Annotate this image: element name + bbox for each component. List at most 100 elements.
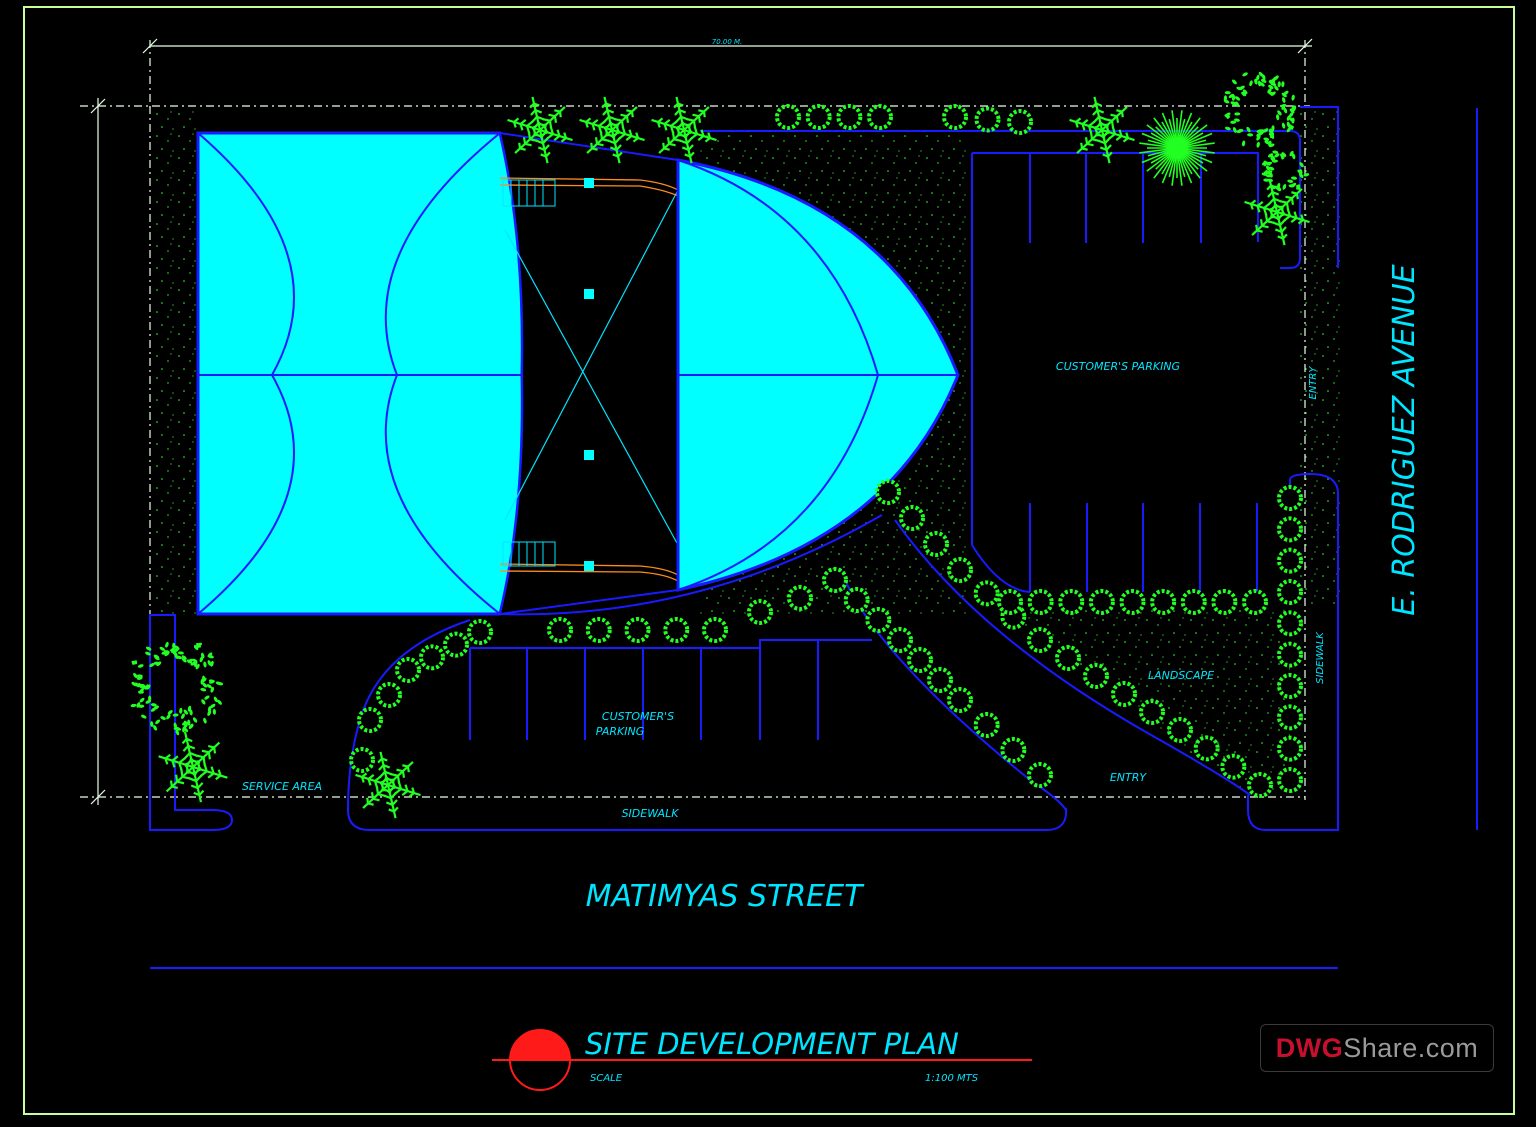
central-courtyard: [498, 131, 679, 616]
sunburst-ray: [1141, 147, 1178, 164]
shrub: [624, 617, 651, 643]
shrub: [376, 682, 402, 708]
label-sidewalk-south: SIDEWALK: [622, 807, 680, 820]
shrub: [349, 747, 375, 773]
shrub: [843, 587, 870, 613]
shrub: [1180, 589, 1207, 615]
shrub: [822, 567, 848, 593]
shrub: [1088, 589, 1115, 615]
sunburst-ray: [1176, 147, 1213, 164]
scale-value: 1:100 MTS: [925, 1073, 979, 1084]
shrub: [1083, 663, 1109, 689]
shrub: [547, 617, 573, 643]
shrub: [1220, 753, 1247, 780]
sunburst-ray: [1171, 147, 1178, 186]
shrub: [942, 104, 968, 130]
shrub: [1277, 673, 1303, 699]
shrub: [1027, 627, 1053, 653]
shrub: [1027, 589, 1054, 615]
leafy-tree: [1261, 150, 1310, 192]
shrub: [1139, 699, 1165, 725]
shrub: [585, 617, 612, 643]
label-parking-east: CUSTOMER'S PARKING: [1056, 360, 1180, 373]
shrub: [899, 505, 925, 531]
label-entry-south: ENTRY: [1110, 771, 1148, 784]
sunburst-ray: [1176, 142, 1215, 149]
site-linework: [149, 106, 1478, 969]
sunburst-ray: [1153, 117, 1178, 149]
shrub: [357, 707, 383, 733]
palm-tree: [355, 751, 421, 819]
shrub: [1277, 610, 1303, 637]
label-service-area: SERVICE AREA: [242, 780, 322, 793]
sunburst-ray: [1176, 147, 1183, 186]
shrub: [865, 607, 892, 633]
shrub: [1277, 516, 1303, 543]
shrub: [663, 617, 690, 643]
shrub: [1277, 641, 1303, 668]
shrub: [1058, 589, 1085, 615]
watermark-part-2: Share.com: [1343, 1032, 1479, 1063]
sunburst-ray: [1176, 110, 1183, 149]
sunburst-ray: [1176, 112, 1193, 149]
shrub: [787, 585, 813, 611]
sunburst-tree: [1139, 110, 1215, 186]
shrub: [923, 531, 949, 557]
shrub: [875, 479, 901, 505]
watermark-part-1: DWG: [1275, 1032, 1344, 1063]
sunburst-ray: [1146, 124, 1178, 149]
sunburst-ray: [1139, 142, 1178, 149]
shrub: [1211, 589, 1238, 615]
leafy-tree: [130, 641, 224, 736]
shrub: [927, 667, 953, 693]
sunburst-ray: [1176, 147, 1215, 154]
shrub: [867, 104, 893, 130]
west-building: [196, 131, 524, 616]
shrub: [1277, 485, 1303, 511]
shrub: [1119, 589, 1146, 615]
scale-label: SCALE: [590, 1073, 623, 1084]
palm-tree: [651, 96, 717, 164]
sunburst-ray: [1161, 112, 1178, 149]
shrub: [1277, 704, 1303, 731]
shrub: [419, 644, 445, 671]
shrub: [467, 619, 493, 645]
shrub: [1055, 645, 1081, 671]
shrub: [907, 647, 933, 673]
shrub: [1150, 589, 1177, 615]
shrubs: [349, 104, 1303, 798]
label-parking-south-1: CUSTOMER'S: [602, 710, 674, 723]
shrub: [1242, 589, 1268, 615]
shrub: [973, 580, 1000, 607]
street-south-label: MATIMYAS STREET: [586, 879, 866, 914]
shrub: [702, 617, 728, 643]
shrub: [997, 589, 1023, 615]
shrub: [1277, 767, 1303, 793]
label-entry-east: ENTRY: [1308, 366, 1319, 400]
leafy-tree: [1223, 71, 1297, 148]
sunburst-ray: [1176, 147, 1208, 172]
sunburst-ray: [1161, 147, 1178, 184]
shrub: [836, 104, 863, 130]
shrub: [1277, 547, 1303, 574]
shrub: [973, 712, 1000, 738]
drawing-frame: [23, 6, 1515, 1115]
shrub: [747, 599, 773, 625]
drawing-title: SITE DEVELOPMENT PLAN: [585, 1027, 959, 1061]
shrub: [1167, 717, 1193, 743]
street-east-label: E. RODRIGUEZ AVENUE: [1387, 264, 1422, 615]
leafy-trees: [130, 71, 1310, 736]
label-sidewalk-east: SIDEWALK: [1315, 631, 1326, 684]
sunburst-ray: [1176, 124, 1208, 149]
shrub: [443, 631, 469, 658]
sunburst-ray: [1171, 110, 1178, 149]
shrub: [1193, 735, 1220, 762]
shrub: [1000, 737, 1027, 763]
shrub: [1111, 681, 1137, 707]
sunburst-ray: [1139, 147, 1178, 154]
shrub: [805, 104, 832, 130]
sunburst-ray: [1176, 117, 1201, 149]
sunburst-ray: [1146, 147, 1178, 172]
title-block: SITE DEVELOPMENT PLAN SCALE 1:100 MTS: [492, 1027, 1032, 1091]
